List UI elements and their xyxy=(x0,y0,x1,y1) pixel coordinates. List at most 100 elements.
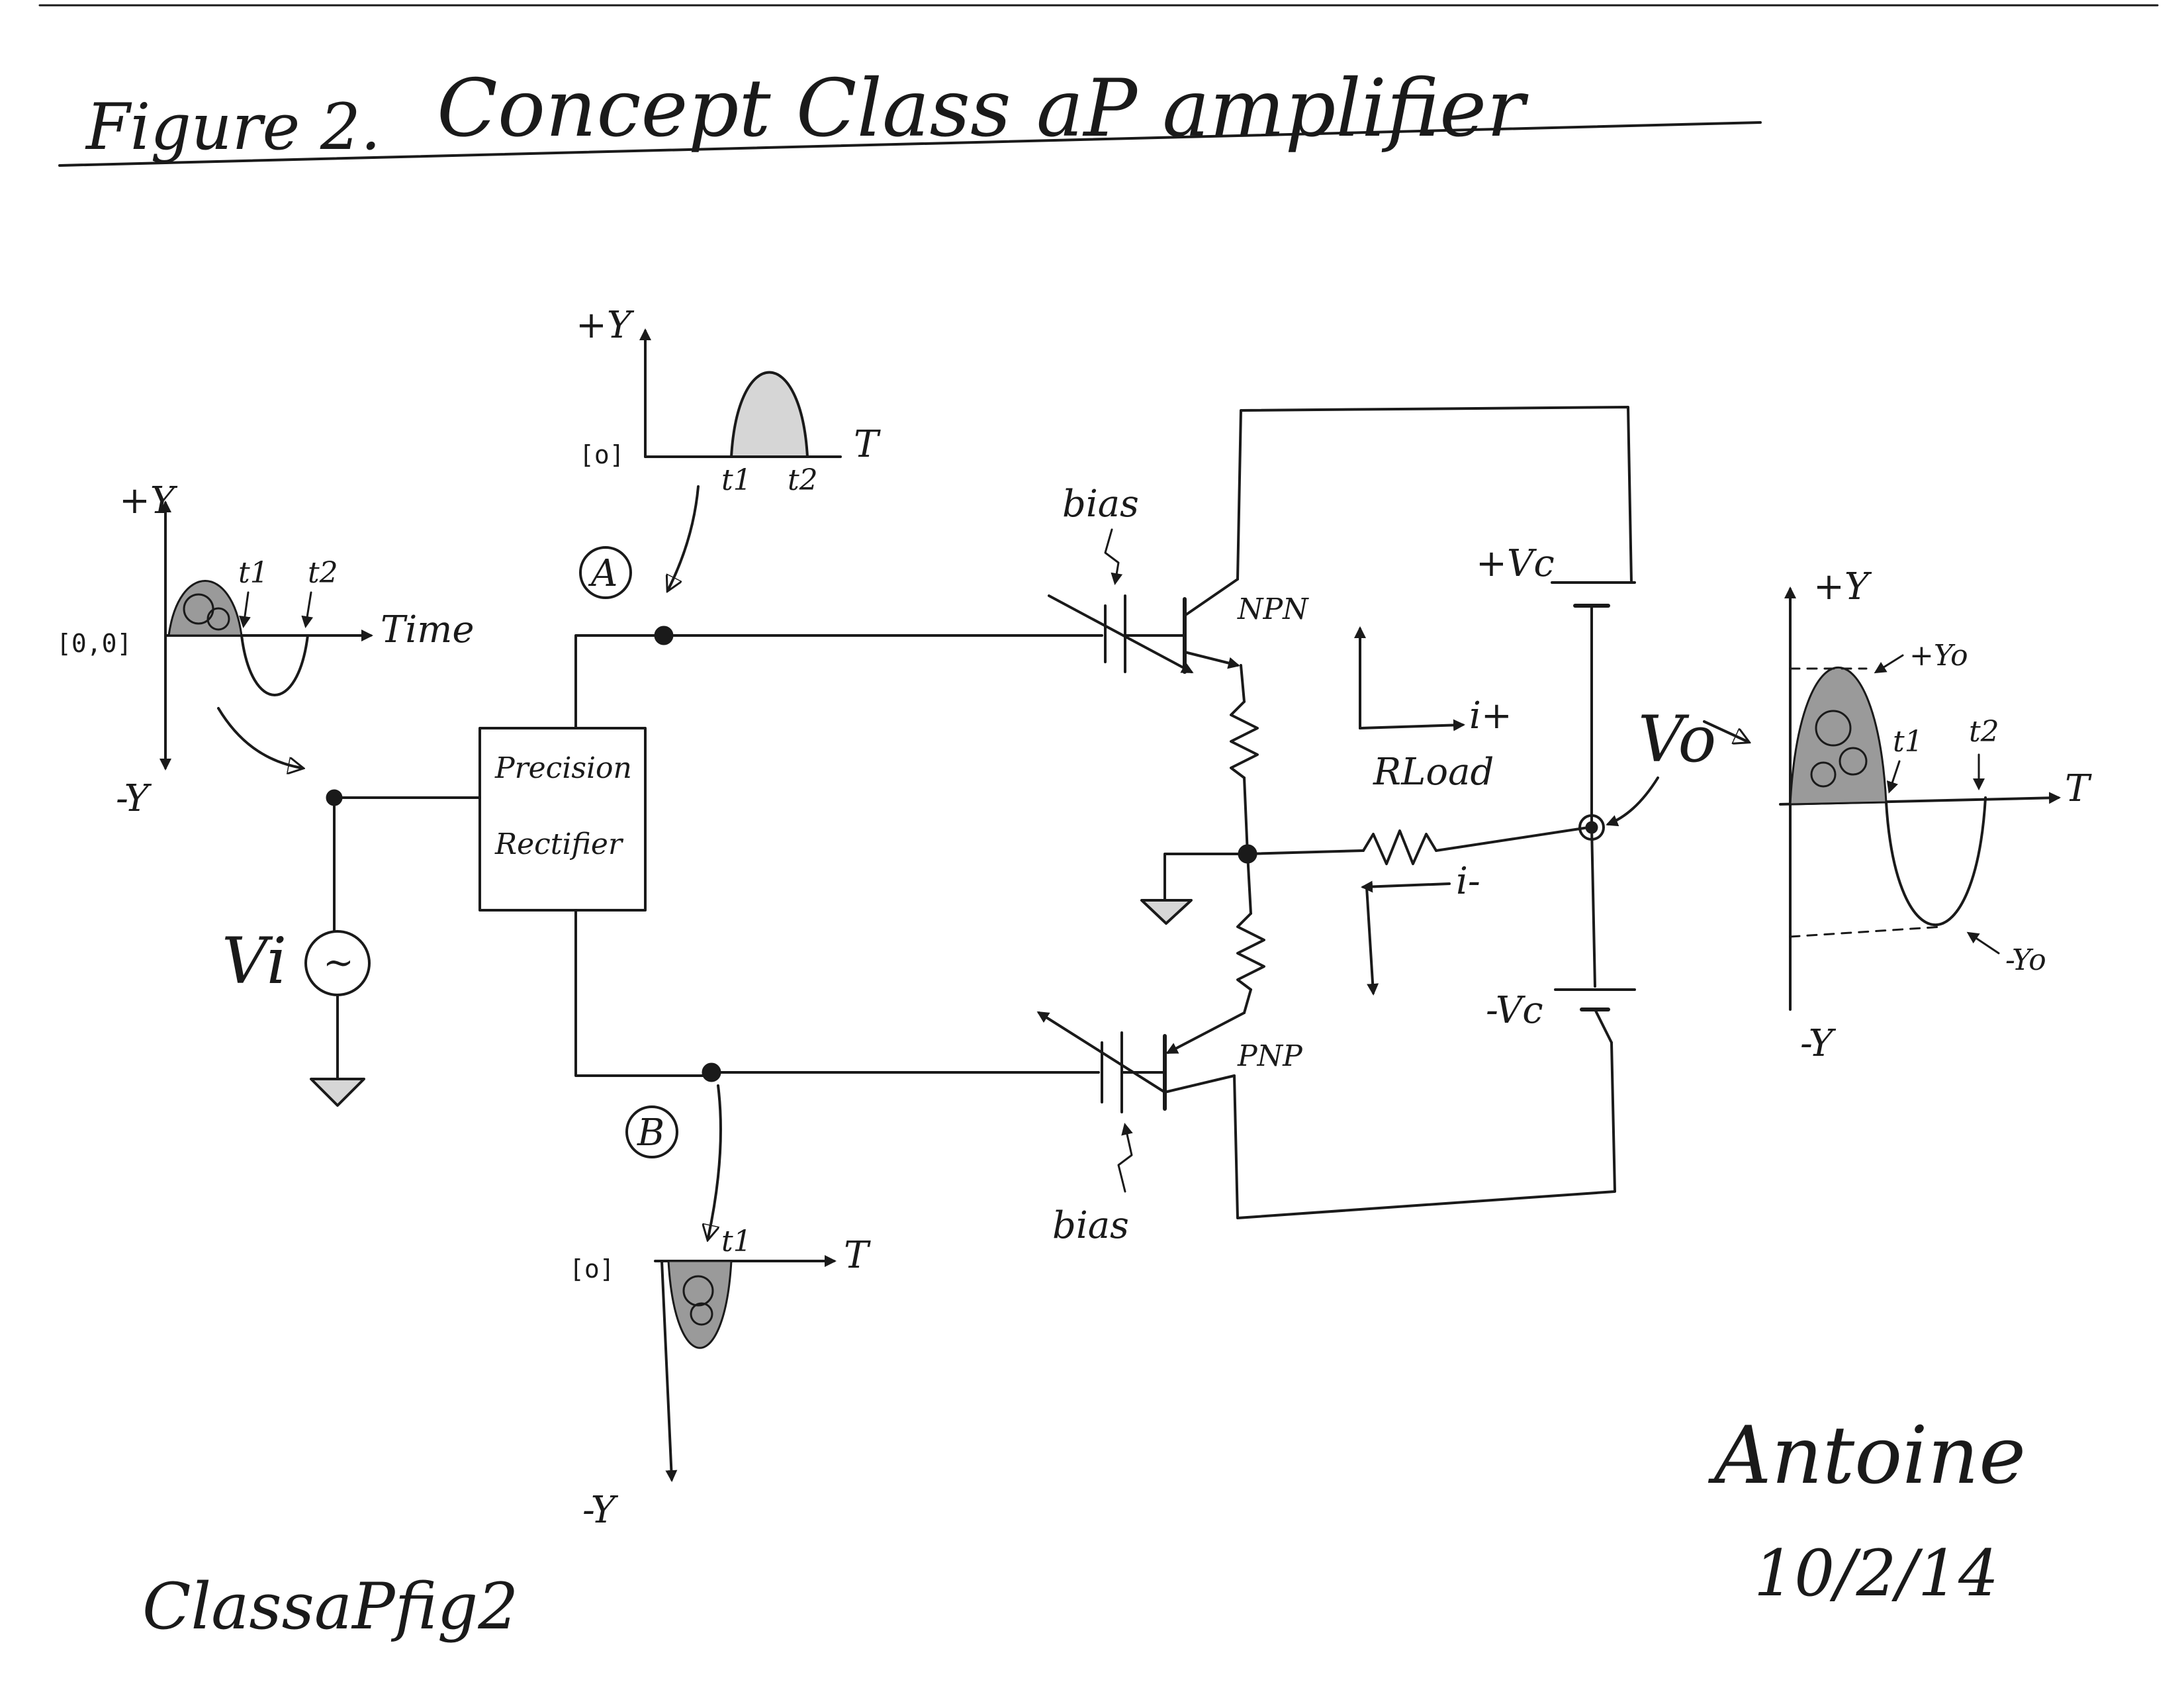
pnp-collector xyxy=(1163,1074,1236,1094)
lower-resistor xyxy=(1236,912,1265,991)
output-t2-label: t2 xyxy=(1969,715,1999,749)
input-ground-symbol xyxy=(310,1078,365,1107)
wire-npn-emitter-down xyxy=(1240,664,1246,703)
wire-mid-to-load xyxy=(1246,849,1365,855)
input-source-label: Vi xyxy=(222,924,287,998)
input-t1-label: t1 xyxy=(238,556,269,590)
title-block: Figure 2. Concept Class aP amplifier xyxy=(58,63,1762,167)
pnp-collector-rail xyxy=(1233,1041,1616,1219)
title-underline xyxy=(58,121,1762,167)
node-b-label: B xyxy=(637,1111,664,1154)
output-peak-pos-pointer xyxy=(1874,654,1904,674)
node-b-lobe-scribble xyxy=(682,1275,714,1307)
wire-vc-neg-to-rail xyxy=(1594,1008,1613,1044)
output-lobe-scribble-2 xyxy=(1839,747,1868,776)
node-b: B -Y [o] T t1 xyxy=(569,1062,1100,1532)
node-a-pointer-arrow xyxy=(668,485,700,589)
supply-rails: +Vc -Vc Vo xyxy=(1476,542,1747,1044)
output-midpoint: RLoad i+ i- xyxy=(1140,626,1590,1014)
output-waveform-plot: +Y -Y T t1 t2 +Yo -Yo xyxy=(1779,565,2092,1065)
ac-source-tilde: ~ xyxy=(323,941,354,984)
precision-rectifier: Precision Rectifier xyxy=(478,634,709,1077)
i-neg-vertical xyxy=(1365,886,1379,996)
mid-ground-symbol xyxy=(1140,899,1193,925)
npn-collector xyxy=(1183,578,1239,617)
wire-rectifier-to-node-b xyxy=(574,909,709,1077)
wire-upper-resistor-to-mid xyxy=(1243,776,1249,855)
figure-title: Concept Class aP amplifier xyxy=(437,63,1529,155)
input-t2-label: t2 xyxy=(308,556,338,590)
node-b-lobe-scribble-2 xyxy=(690,1302,713,1326)
input-neg-axis-label: -Y xyxy=(116,777,152,820)
npn-collector-rail xyxy=(1236,406,1633,584)
input-pos-axis-label: +Y xyxy=(119,479,178,522)
pnp-stage: PNP bias xyxy=(1036,1011,1616,1247)
input-to-node-arrow xyxy=(217,707,301,768)
input-origin-label: [0,0] xyxy=(56,629,132,658)
pnp-emitter xyxy=(1165,1011,1246,1054)
signature: Antoine xyxy=(1707,1410,2026,1502)
output-negative-lobe xyxy=(1885,796,1987,926)
output-peak-neg-pointer xyxy=(1966,931,2000,955)
vc-neg-label: -Vc xyxy=(1486,989,1543,1032)
node-a-marker-circle xyxy=(579,546,632,599)
load-resistor xyxy=(1362,829,1437,865)
pnp-bias-variable-arrow xyxy=(1036,1011,1166,1094)
wire-output-to-vc-neg xyxy=(1590,826,1596,988)
node-b-y-axis xyxy=(660,1260,678,1482)
input-sine-positive-lobe xyxy=(167,580,243,637)
npn-label: NPN xyxy=(1237,592,1309,626)
wire-mid-to-lower-resistor xyxy=(1246,853,1252,915)
node-b-origin-label: [o] xyxy=(569,1254,615,1284)
rectifier-label-line1: Precision xyxy=(494,751,632,785)
upper-resistor xyxy=(1230,700,1259,779)
wire-rectifier-to-node-a xyxy=(574,634,663,729)
input-source: ~ Vi xyxy=(222,789,481,1107)
node-b-pointer-arrow xyxy=(708,1084,722,1238)
output-neg-peak-dashline xyxy=(1789,925,1944,938)
output-lobe-scribble-3 xyxy=(1810,761,1837,788)
node-a-pos-axis-label: +Y xyxy=(576,304,635,347)
output-peak-neg-label: -Yo xyxy=(2005,943,2046,977)
input-waveform-plot: +Y -Y [0,0] Time t1 t2 xyxy=(56,479,475,820)
vo-to-waveform-arrow xyxy=(1703,720,1747,741)
node-a-half-sine xyxy=(730,371,809,458)
output-t1-tick-arrow xyxy=(1886,760,1901,794)
i-pos-label: i+ xyxy=(1469,694,1512,737)
node-a-origin-label: [o] xyxy=(579,440,625,469)
node-a: A +Y [o] T t1 t2 xyxy=(576,304,1103,645)
wire-load-to-output xyxy=(1435,826,1590,852)
i-neg-label: i- xyxy=(1456,860,1480,903)
node-a-t1-label: t1 xyxy=(721,463,752,497)
output-neg-axis-label: -Y xyxy=(1800,1022,1837,1065)
output-lobe-scribble xyxy=(1815,710,1852,747)
vo-to-node-pointer xyxy=(1606,776,1659,827)
wire-lower-resistor-to-pnp xyxy=(1243,988,1252,1014)
figure-number: Figure 2. xyxy=(85,90,381,164)
node-b-neg-axis-label: -Y xyxy=(582,1489,619,1532)
vo-label: Vo xyxy=(1638,702,1716,776)
pnp-bias-label: bias xyxy=(1052,1204,1129,1247)
i-pos-arrow xyxy=(1359,719,1465,731)
input-sine-negative-lobe xyxy=(240,634,309,696)
load-resistor-label: RLoad xyxy=(1373,751,1494,794)
output-positive-lobe xyxy=(1789,666,1888,806)
pnp-bias-pointer xyxy=(1117,1123,1133,1193)
node-b-time-axis-label: T xyxy=(844,1234,871,1277)
npn-bias-variable-arrow xyxy=(1048,594,1194,673)
pnp-label: PNP xyxy=(1237,1039,1303,1073)
input-t2-tick-arrow xyxy=(301,591,314,628)
npn-stage: bias NPN xyxy=(1048,406,1633,855)
output-t1-label: t1 xyxy=(1893,725,1923,759)
npn-bias-label: bias xyxy=(1062,483,1139,526)
file-name-label: ClassaPfig2 xyxy=(142,1570,518,1644)
mid-node-ground-wire xyxy=(1163,853,1249,902)
footer: ClassaPfig2 Antoine 10/2/14 xyxy=(142,1410,2026,1644)
output-peak-pos-label: +Yo xyxy=(1909,639,1968,673)
input-t1-tick-arrow xyxy=(239,591,251,628)
node-a-t2-label: t2 xyxy=(788,463,818,497)
node-a-time-axis-label: T xyxy=(854,423,881,466)
vc-pos-label: +Vc xyxy=(1476,542,1555,585)
npn-bias-pointer xyxy=(1104,528,1123,585)
